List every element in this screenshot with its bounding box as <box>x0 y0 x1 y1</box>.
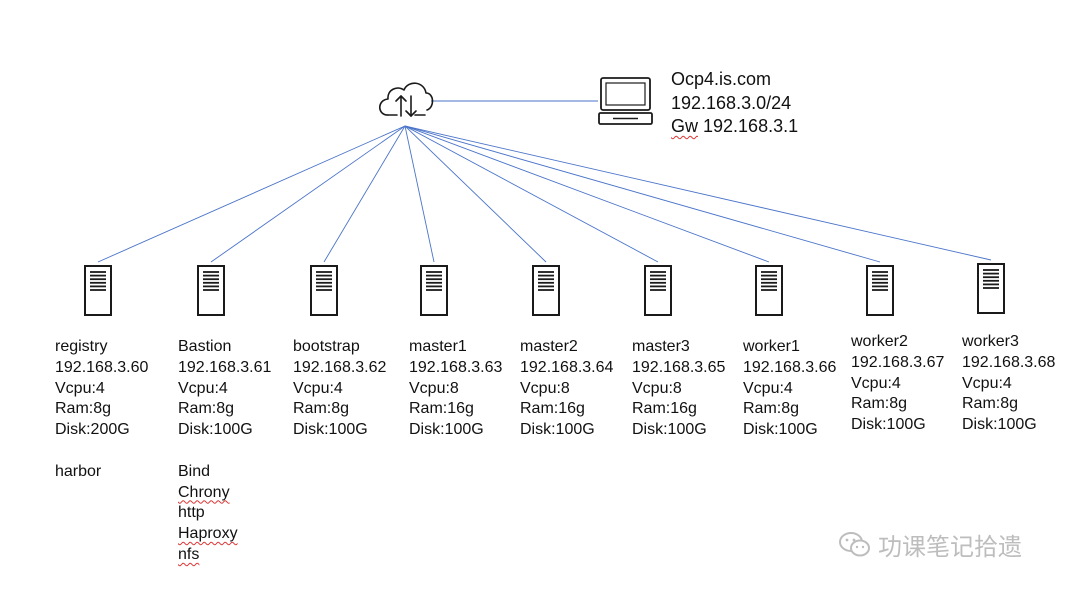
spacer <box>178 441 271 462</box>
node-service: Chrony <box>178 483 230 501</box>
node-ram: Ram:16g <box>409 400 474 418</box>
server-icon <box>532 265 560 316</box>
watermark: 功课笔记拾遗 <box>838 527 1022 562</box>
node-name: worker2 <box>851 333 908 350</box>
node-service: Haproxy <box>178 525 238 543</box>
node-ip: 192.168.3.64 <box>520 358 614 376</box>
node-ip: 192.168.3.61 <box>178 358 272 376</box>
node-vcpu: Vcpu:8 <box>520 379 570 397</box>
node-name: master1 <box>409 338 467 355</box>
network-info: Ocp4.is.com 192.168.3.0/24 Gw 192.168.3.… <box>671 68 798 139</box>
link-registry <box>97 125 406 263</box>
node-disk: Disk:200G <box>55 421 130 439</box>
link-master1 <box>404 125 435 263</box>
node-disk: Disk:100G <box>293 421 368 439</box>
laptop-icon <box>598 77 653 125</box>
node-ip: 192.168.3.63 <box>409 358 503 376</box>
node-ram: Ram:8g <box>55 400 112 418</box>
node-vcpu: Vcpu:4 <box>743 379 793 397</box>
node-disk: Disk:100G <box>632 421 707 439</box>
node-vcpu: Vcpu:8 <box>409 379 459 397</box>
link-worker2 <box>404 125 881 263</box>
link-bastion <box>210 125 406 263</box>
network-domain: Ocp4.is.com <box>671 69 772 89</box>
wechat-icon <box>839 531 870 556</box>
node-disk: Disk:100G <box>743 421 818 439</box>
server-icons <box>84 263 1005 316</box>
node-name: registry <box>55 338 108 355</box>
node-ip: 192.168.3.60 <box>55 358 149 376</box>
node-vcpu: Vcpu:4 <box>55 379 105 397</box>
node-vcpu: Vcpu:4 <box>962 374 1012 392</box>
watermark-text: 功课笔记拾遗 <box>878 533 1022 561</box>
node-vcpu: Vcpu:4 <box>178 379 228 397</box>
node-name: master2 <box>520 338 578 355</box>
link-bootstrap <box>323 125 406 263</box>
node-ip: 192.168.3.68 <box>962 353 1056 371</box>
node-ip: 192.168.3.62 <box>293 358 387 376</box>
server-icon <box>197 265 225 316</box>
node-disk: Disk:100G <box>851 416 926 434</box>
link-master3 <box>404 125 659 263</box>
node-ip: 192.168.3.65 <box>632 358 726 376</box>
server-icon <box>866 265 894 316</box>
node-disk: Disk:100G <box>962 416 1037 434</box>
node-ram: Ram:8g <box>851 395 908 413</box>
node-name: master3 <box>632 338 690 355</box>
node-service: Bind <box>178 462 211 480</box>
server-icon <box>977 263 1005 314</box>
server-icon <box>644 265 672 316</box>
server-icon <box>84 265 112 316</box>
node-vcpu: Vcpu:8 <box>632 379 682 397</box>
node-name: bootstrap <box>293 338 360 355</box>
node-disk: Disk:100G <box>409 421 484 439</box>
gateway-prefix: Gw <box>671 116 698 136</box>
node-disk: Disk:100G <box>178 421 253 439</box>
server-icon <box>755 265 783 316</box>
node-ip: 192.168.3.67 <box>851 353 945 371</box>
server-icon <box>420 265 448 316</box>
node-vcpu: Vcpu:4 <box>293 379 343 397</box>
network-links <box>97 100 992 263</box>
link-worker3 <box>404 125 992 261</box>
server-icon <box>310 265 338 316</box>
node-ram: Ram:8g <box>962 395 1019 413</box>
network-gateway: Gw 192.168.3.1 <box>671 115 798 139</box>
node-ram: Ram:8g <box>293 400 350 418</box>
link-worker1 <box>404 125 770 263</box>
node-ip: 192.168.3.66 <box>743 358 837 376</box>
node-disk: Disk:100G <box>520 421 595 439</box>
cloud-upload-download-icon <box>378 82 434 117</box>
node-name: Bastion <box>178 338 232 355</box>
node-service: http <box>178 504 205 522</box>
spacer <box>55 441 148 462</box>
node-vcpu: Vcpu:4 <box>851 374 901 392</box>
node-ram: Ram:8g <box>178 400 235 418</box>
node-name: worker3 <box>962 333 1019 350</box>
link-master2 <box>404 125 547 263</box>
node-ram: Ram:8g <box>743 400 800 418</box>
network-subnet: 192.168.3.0/24 <box>671 92 792 113</box>
node-ram: Ram:16g <box>520 400 585 418</box>
node-ram: Ram:16g <box>632 400 697 418</box>
node-name: worker1 <box>743 338 800 355</box>
node-service: harbor <box>55 462 102 480</box>
gateway-ip: 192.168.3.1 <box>703 116 799 136</box>
node-service: nfs <box>178 545 200 563</box>
